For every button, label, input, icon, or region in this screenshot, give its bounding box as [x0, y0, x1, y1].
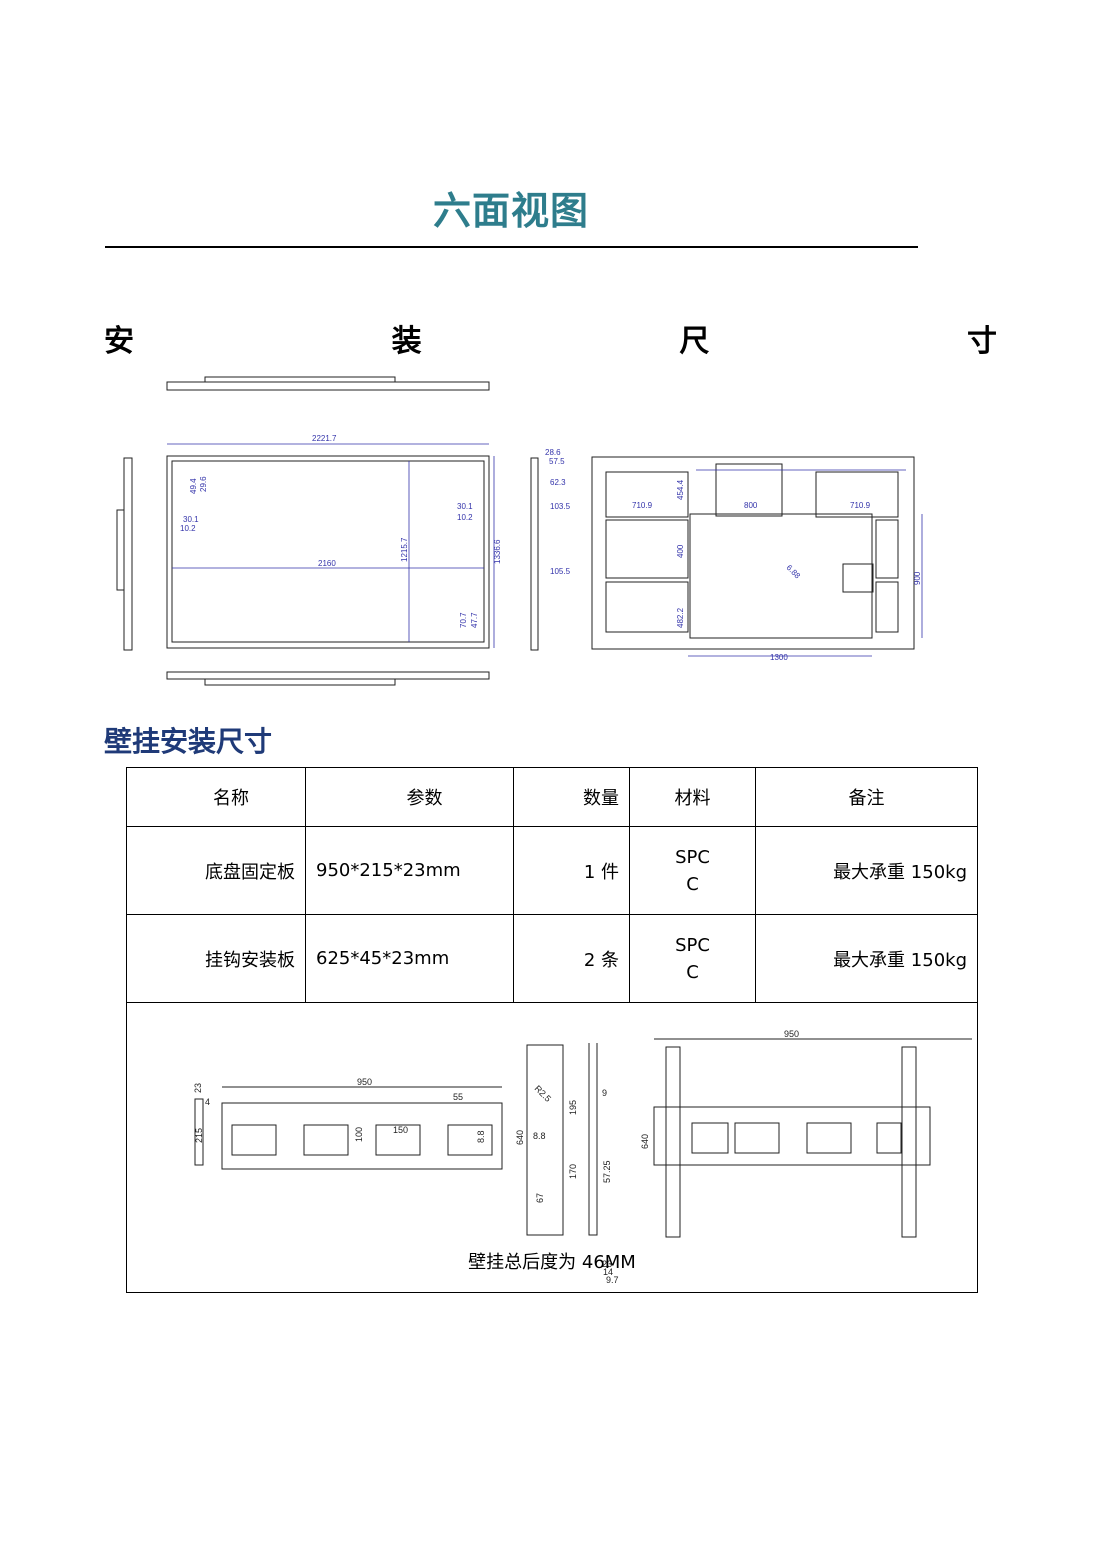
dim-profile-3: 9.7: [606, 1275, 619, 1285]
material-line: C: [686, 873, 699, 895]
dim-back-angle: 6.88: [785, 563, 803, 581]
dim-assembly-width: 950: [784, 1029, 799, 1039]
dim-side-bezel-2-right: 10.2: [457, 513, 473, 522]
dim-side-dim-2: 105.5: [550, 567, 571, 576]
table-header-cell: 备注: [755, 767, 978, 827]
table-cell-param: 625*45*23mm: [305, 914, 514, 1003]
dim-hook-radius: R2.5: [533, 1083, 554, 1104]
dim-back-center: 800: [744, 501, 758, 510]
table-row: 挂钩安装板 625*45*23mm 2 条 SPC C 最大承重 150kg: [126, 914, 978, 1003]
install-heading-char: 安: [104, 324, 134, 359]
bracket-drawing-row: 950 55 150 4 23 14 9.7 9 8.8 950 R2.5 21…: [126, 1002, 978, 1293]
table-cell-qty: 1 件: [513, 826, 630, 915]
title-divider: [105, 246, 918, 248]
dim-top-bezel-1: 49.4: [189, 478, 198, 494]
dim-profile-2: 14: [603, 1267, 613, 1277]
bracket-drawing-cell: 950 55 150 4 23 14 9.7 9 8.8 950 R2.5 21…: [126, 1002, 978, 1293]
table-cell-name: 底盘固定板: [126, 826, 306, 915]
install-heading: 安 装 尺 寸: [104, 316, 997, 360]
table-cell-material: SPC C: [629, 826, 756, 915]
bracket-caption: 壁挂总后度为 46MM: [468, 1252, 636, 1273]
dim-hole-offset: 55: [453, 1092, 463, 1102]
table-cell-name: 挂钩安装板: [126, 914, 306, 1003]
table-header-cell: 数量: [513, 767, 630, 827]
table-row: 底盘固定板 950*215*23mm 1 件 SPC C 最大承重 150kg: [126, 826, 978, 915]
table-cell-qty: 2 条: [513, 914, 630, 1003]
bracket-drawing: 950 55 150 4 23 14 9.7 9 8.8 950 R2.5 21…: [193, 1029, 972, 1285]
dim-side-depth-3: 62.3: [550, 478, 566, 487]
dim-back-top-h: 454.4: [676, 479, 685, 500]
dim-hook-length: 640: [515, 1130, 525, 1145]
dim-screen-width: 2160: [318, 559, 336, 568]
table-header-row: 名称 参数 数量 材料 备注: [126, 767, 978, 827]
dim-plate-width: 950: [357, 1077, 372, 1087]
dim-top-bezel-2: 29.6: [199, 476, 208, 492]
dim-window-width: 150: [393, 1125, 408, 1135]
table-cell-param: 950*215*23mm: [305, 826, 514, 915]
table-cell-note: 最大承重 150kg: [755, 826, 978, 915]
install-heading-char: 尺: [679, 324, 710, 359]
dim-side-bezel-2: 10.2: [180, 524, 196, 533]
dim-hook-1: 195: [568, 1100, 578, 1115]
dim-side-dim-1: 103.5: [550, 502, 571, 511]
dim-front-height: 1336.6: [493, 539, 502, 564]
dim-front-width: 2221.7: [312, 434, 337, 443]
dim-assembly-height: 640: [640, 1134, 650, 1149]
dim-side-bezel-1: 30.1: [183, 515, 199, 524]
dim-back-right-h: 900: [913, 571, 922, 585]
table-header-cell: 材料: [629, 767, 756, 827]
dim-bottom-bezel-1: 70.7: [459, 612, 468, 628]
dim-hook-diam: 8.8: [533, 1131, 546, 1141]
dim-thick-1: 23: [193, 1083, 203, 1093]
table-cell-note: 最大承重 150kg: [755, 914, 978, 1003]
dim-hook-2: 170: [568, 1164, 578, 1179]
wall-section-title: 壁挂安装尺寸: [104, 725, 273, 758]
table-cell-material: SPC C: [629, 914, 756, 1003]
six-view-drawing: 2221.7 2160 30.1 10.2 30.1 10.2 28.6 57.…: [116, 376, 923, 686]
install-heading-char: 寸: [966, 324, 997, 359]
dim-thick-2: 4: [205, 1097, 210, 1107]
dim-hook-3: 67: [535, 1193, 545, 1203]
dim-side-bezel-1-right: 30.1: [457, 502, 473, 511]
dim-back-mid-h: 400: [676, 544, 685, 558]
dim-back-right: 710.9: [850, 501, 871, 510]
dim-profile-1: 23: [602, 1259, 612, 1269]
material-line: C: [686, 961, 699, 983]
dim-screen-height: 1215.7: [400, 537, 409, 562]
dim-back-left: 710.9: [632, 501, 653, 510]
material-line: SPC: [675, 846, 710, 868]
page-title: 六面视图: [432, 189, 589, 233]
dim-profile-5: 57.25: [602, 1160, 612, 1183]
table-header-cell: 参数: [305, 767, 514, 827]
dim-back-bottom: 1300: [770, 653, 788, 662]
dim-plate-height: 215: [194, 1128, 204, 1143]
install-heading-char: 装: [391, 324, 422, 359]
dim-side-depth-1: 28.6: [545, 448, 561, 457]
dim-side-depth-2: 57.5: [549, 457, 565, 466]
table-header-cell: 名称: [126, 767, 306, 827]
dim-hole-diameter: 8.8: [476, 1130, 486, 1143]
dim-profile-4: 9: [602, 1088, 607, 1098]
dim-bottom-bezel-2: 47.7: [470, 612, 479, 628]
dim-back-low-h: 482.2: [676, 607, 685, 628]
wall-mount-spec-table: 名称 参数 数量 材料 备注 底盘固定板 950*215*23mm 1 件 SP…: [126, 767, 978, 1293]
dim-window-height: 100: [354, 1127, 364, 1142]
material-line: SPC: [675, 934, 710, 956]
